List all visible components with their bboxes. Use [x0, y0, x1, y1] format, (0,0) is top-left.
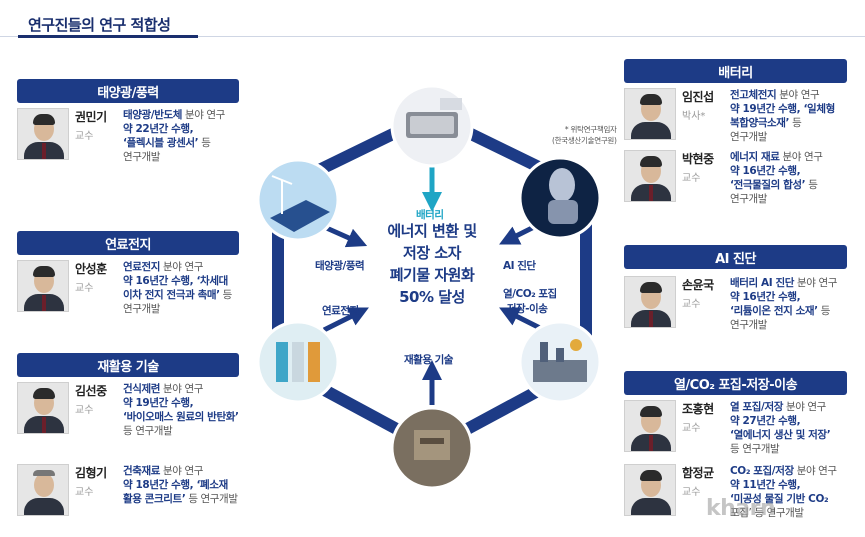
avatar — [624, 464, 676, 516]
person-desc: 건식제련 분야 연구 약 19년간 수행, ‘바이오매스 원료의 반탄화’ 등 … — [123, 383, 239, 437]
person-role: 교수 — [682, 487, 701, 498]
person-desc: 태양광/반도체 분야 연구 약 22년간 수행, ‘플렉시블 광센서’ 등 연구… — [123, 109, 225, 163]
title-rule — [0, 36, 865, 37]
avatar — [624, 150, 676, 202]
person-role: 교수 — [682, 173, 701, 184]
battery-image — [390, 84, 474, 168]
person-name: 함정균 — [682, 466, 714, 480]
person-name: 임진섭 — [682, 90, 714, 104]
label-ai: AI 진단 — [503, 260, 536, 272]
person-role: 교수 — [682, 423, 701, 434]
person-name: 김형기 — [75, 466, 107, 480]
avatar — [17, 464, 69, 516]
avatar — [624, 276, 676, 328]
center-goal: 에너지 변환 및 저장 소자 폐기물 자원화 50% 달성 — [387, 222, 477, 306]
label-recycling: 재활용 기술 — [404, 354, 453, 366]
person-desc: 에너지 재료 분야 연구 약 16년간 수행, ‘전극물질의 합성’ 등 연구개… — [730, 151, 823, 205]
ai-image — [518, 156, 602, 240]
label-battery: 배터리 — [416, 209, 444, 221]
panel-header-co2-capture: 열/CO₂ 포집-저장-이송 — [624, 371, 847, 395]
person-desc: 열 포집/저장 분야 연구 약 27년간 수행, ‘열에너지 생산 및 저장’ … — [730, 401, 831, 455]
person-name: 김선중 — [75, 384, 107, 398]
avatar — [17, 108, 69, 160]
person-name: 박현중 — [682, 152, 714, 166]
avatar — [624, 88, 676, 140]
label-co2: 열/CO₂ 포집-저장-이송 — [503, 288, 557, 315]
panel-header-recycling: 재활용 기술 — [17, 353, 239, 377]
panel-header-solar: 태양광/풍력 — [17, 79, 239, 103]
footnote-contractor: * 위탁연구책임자 (한국생산기술연구원) — [552, 125, 617, 145]
title-accent-bar — [18, 35, 198, 38]
person-desc: 연료전지 분야 연구 약 16년간 수행, ‘차세대 이차 전지 전극과 촉매’… — [123, 261, 232, 315]
person-role: 교수 — [75, 131, 94, 142]
person-desc: 전고체전지 분야 연구 약 19년간 수행, ‘일체형 복합양극소재’ 등 연구… — [730, 89, 835, 143]
person-name: 손윤국 — [682, 278, 714, 292]
label-fuel-cell: 연료전지 — [322, 305, 359, 317]
panel-header-battery: 배터리 — [624, 59, 847, 83]
person-name: 권민기 — [75, 110, 107, 124]
person-name: 안성훈 — [75, 262, 107, 276]
solar-image — [256, 158, 340, 242]
person-role: 교수 — [682, 299, 701, 310]
panel-header-fuel-cell: 연료전지 — [17, 231, 239, 255]
person-role: 교수 — [75, 487, 94, 498]
label-solar: 태양광/풍력 — [315, 260, 365, 272]
person-role: 교수 — [75, 405, 94, 416]
page-title: 연구진들의 연구 적합성 — [28, 16, 171, 34]
co2-facility-image — [518, 320, 602, 404]
person-desc: 건축재료 분야 연구 약 18년간 수행, ‘폐소재 활용 콘크리트’ 등 연구… — [123, 465, 238, 505]
avatar — [17, 382, 69, 434]
avatar — [624, 400, 676, 452]
person-name: 조홍현 — [682, 402, 714, 416]
person-desc: CO₂ 포집/저장 분야 연구 약 11년간 수행, ‘미공성 물질 기반 CO… — [730, 465, 837, 519]
recycling-image — [390, 406, 474, 490]
watermark-logo: kharn — [706, 496, 776, 521]
person-desc: 배터리 AI 진단 분야 연구 약 16년간 수행, ‘리튬이온 전지 소재’ … — [730, 277, 837, 331]
avatar — [17, 260, 69, 312]
person-role: 교수 — [75, 283, 94, 294]
panel-header-ai-diagnosis: AI 진단 — [624, 245, 847, 269]
person-role: 박사* — [682, 111, 706, 122]
